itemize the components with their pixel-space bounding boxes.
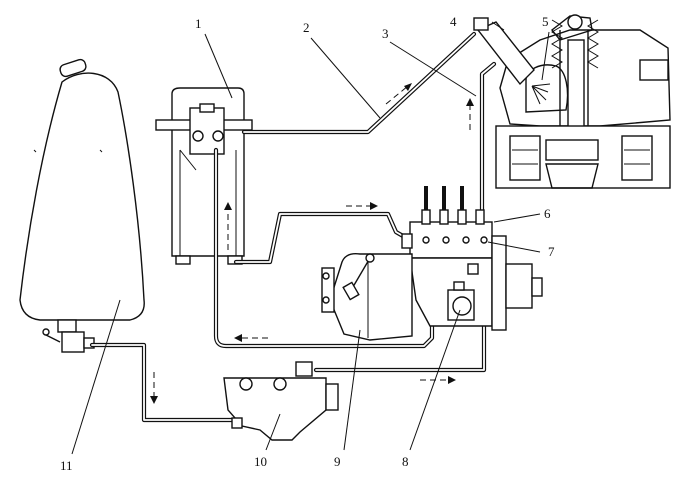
callout-labels: 1 2 3 4 5 6 7 8 9 10 11	[60, 14, 555, 473]
fuel-lines	[89, 31, 497, 423]
engine-block	[495, 125, 671, 189]
tank-outlet-valve	[42, 319, 95, 353]
label-4: 4	[450, 14, 457, 29]
fuel-injector	[473, 17, 551, 105]
governor	[321, 252, 413, 341]
label-9: 9	[334, 454, 341, 469]
fuel-tank	[19, 58, 145, 321]
leader-lines	[71, 21, 550, 455]
label-1: 1	[195, 16, 202, 31]
label-6: 6	[544, 206, 551, 221]
label-8: 8	[402, 454, 409, 469]
label-5: 5	[542, 14, 549, 29]
label-10: 10	[254, 454, 267, 469]
label-7: 7	[548, 244, 555, 259]
label-2: 2	[303, 20, 310, 35]
label-11: 11	[60, 458, 73, 473]
label-3: 3	[382, 26, 389, 41]
pre-filter	[223, 361, 339, 441]
transfer-pump	[447, 281, 475, 321]
valve-springs	[551, 14, 599, 69]
fuel-filter	[155, 87, 253, 265]
